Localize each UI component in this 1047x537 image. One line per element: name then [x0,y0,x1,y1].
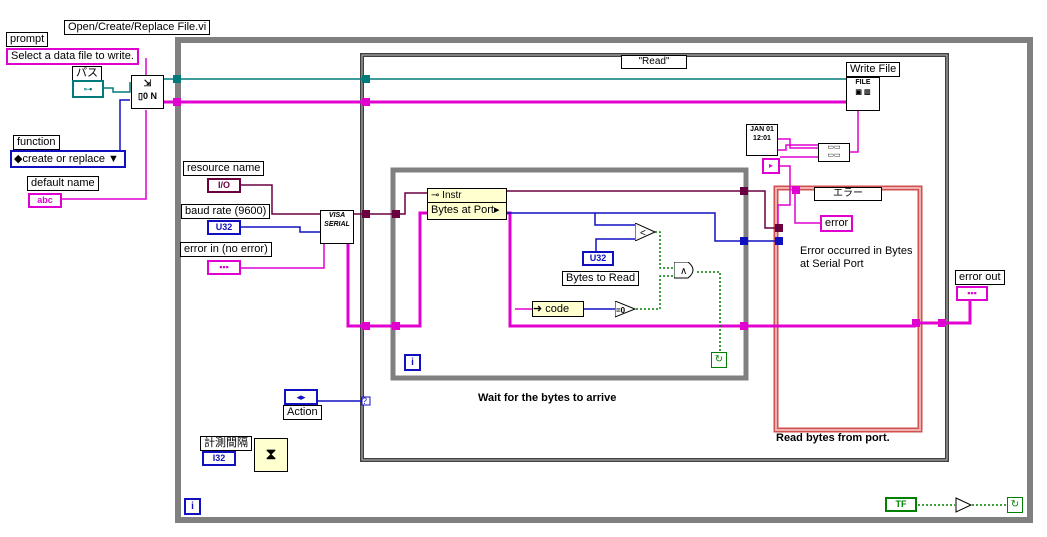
and-glyph: ∧ [680,266,687,277]
property-name: Bytes at Port [431,204,494,216]
action-terminal-icon[interactable]: ◂▸ [284,389,318,405]
date-time-icon[interactable]: JAN 01 12:01 [746,124,778,156]
error-in-label: error in (no error) [180,242,272,257]
write-file-label: Write File [846,62,901,77]
function-ring[interactable]: ◆create or replace ▼ [10,150,126,168]
vi-title-label: Open/Create/Replace File.vi [64,20,211,35]
baud-rate-label: baud rate (9600) [181,204,271,219]
error-out-terminal[interactable]: ▪▪▪ [956,286,988,301]
error-case-selector-text: エラー [833,188,863,199]
outer-stop-icon[interactable]: ↻ [1007,497,1023,513]
inner-iteration-icon: i [404,354,421,371]
equal-zero-icon: =0 [615,301,637,318]
error-case-selector[interactable]: エラー [814,187,882,201]
interval-terminal[interactable]: I32 [202,451,236,466]
outer-iteration-icon: i [184,498,201,515]
inner-while-loop [390,167,749,381]
read-bytes-caption: Read bytes from port. [776,432,890,444]
build-string-icon[interactable]: ▭▭▭▭ [818,143,850,162]
action-label: Action [283,405,322,420]
action-tunnel-glyph: ? [362,396,368,406]
outer-while-loop [175,37,1033,523]
less-than-icon: < [635,223,657,241]
key-icon: ⊸ [431,190,443,201]
default-name-label: default name [27,176,99,191]
resource-name-terminal[interactable]: I/O [207,178,241,193]
error-out-label: error out [955,270,1005,285]
prompt-label: prompt [6,32,49,47]
interval-label: 計測間隔 [200,436,252,451]
default-name-terminal[interactable]: abc [28,193,62,208]
less-than-glyph: < [640,228,646,239]
not-gate-icon [955,497,973,513]
case-selector[interactable]: "Read" [621,55,687,69]
unbundle-code-node[interactable]: ➜ code [532,301,584,317]
prompt-constant[interactable]: Select a data file to write. [6,48,139,65]
resource-name-label: resource name [183,161,265,176]
error-in-terminal[interactable]: ▪▪▪ [207,260,241,275]
code-label: code [545,303,570,315]
bytes-to-read-label: Bytes to Read [562,271,640,286]
write-file-icon-text: FILE [855,79,871,86]
path-label: パス [72,66,102,81]
bytes-to-read-terminal[interactable]: U32 [582,251,614,266]
open-file-icon[interactable]: ⇲ ▯0 N [131,75,164,109]
error-constant: error [820,215,854,232]
string-constant-icon: ▸ [762,158,780,174]
property-node[interactable]: ⊸ Instr Bytes at Port▸ [427,188,507,220]
inner-loop-caption: Wait for the bytes to arrive [478,392,617,404]
baud-rate-terminal[interactable]: U32 [207,220,241,235]
property-node-class: Instr [442,190,462,201]
path-control-icon[interactable]: ⊶ [72,80,104,98]
unbundle-arrow-icon: ➜ [533,303,546,315]
equal-zero-glyph: =0 [616,306,626,315]
wait-timer-icon[interactable]: ⧗ [254,438,288,472]
property-arrow-icon: ▸ [493,204,500,216]
error-message: Error occurred in Bytes at Serial Port [800,245,913,270]
function-label: function [13,135,60,150]
tf-terminal[interactable]: TF [885,497,917,512]
and-gate-icon: ∧ [674,262,698,279]
write-file-icon[interactable]: FILE▣ ▥ [846,77,880,111]
inner-stop-icon[interactable]: ↻ [711,352,727,368]
case-selector-text: "Read" [638,56,670,67]
visa-serial-icon[interactable]: VISA SERIAL [320,210,354,244]
